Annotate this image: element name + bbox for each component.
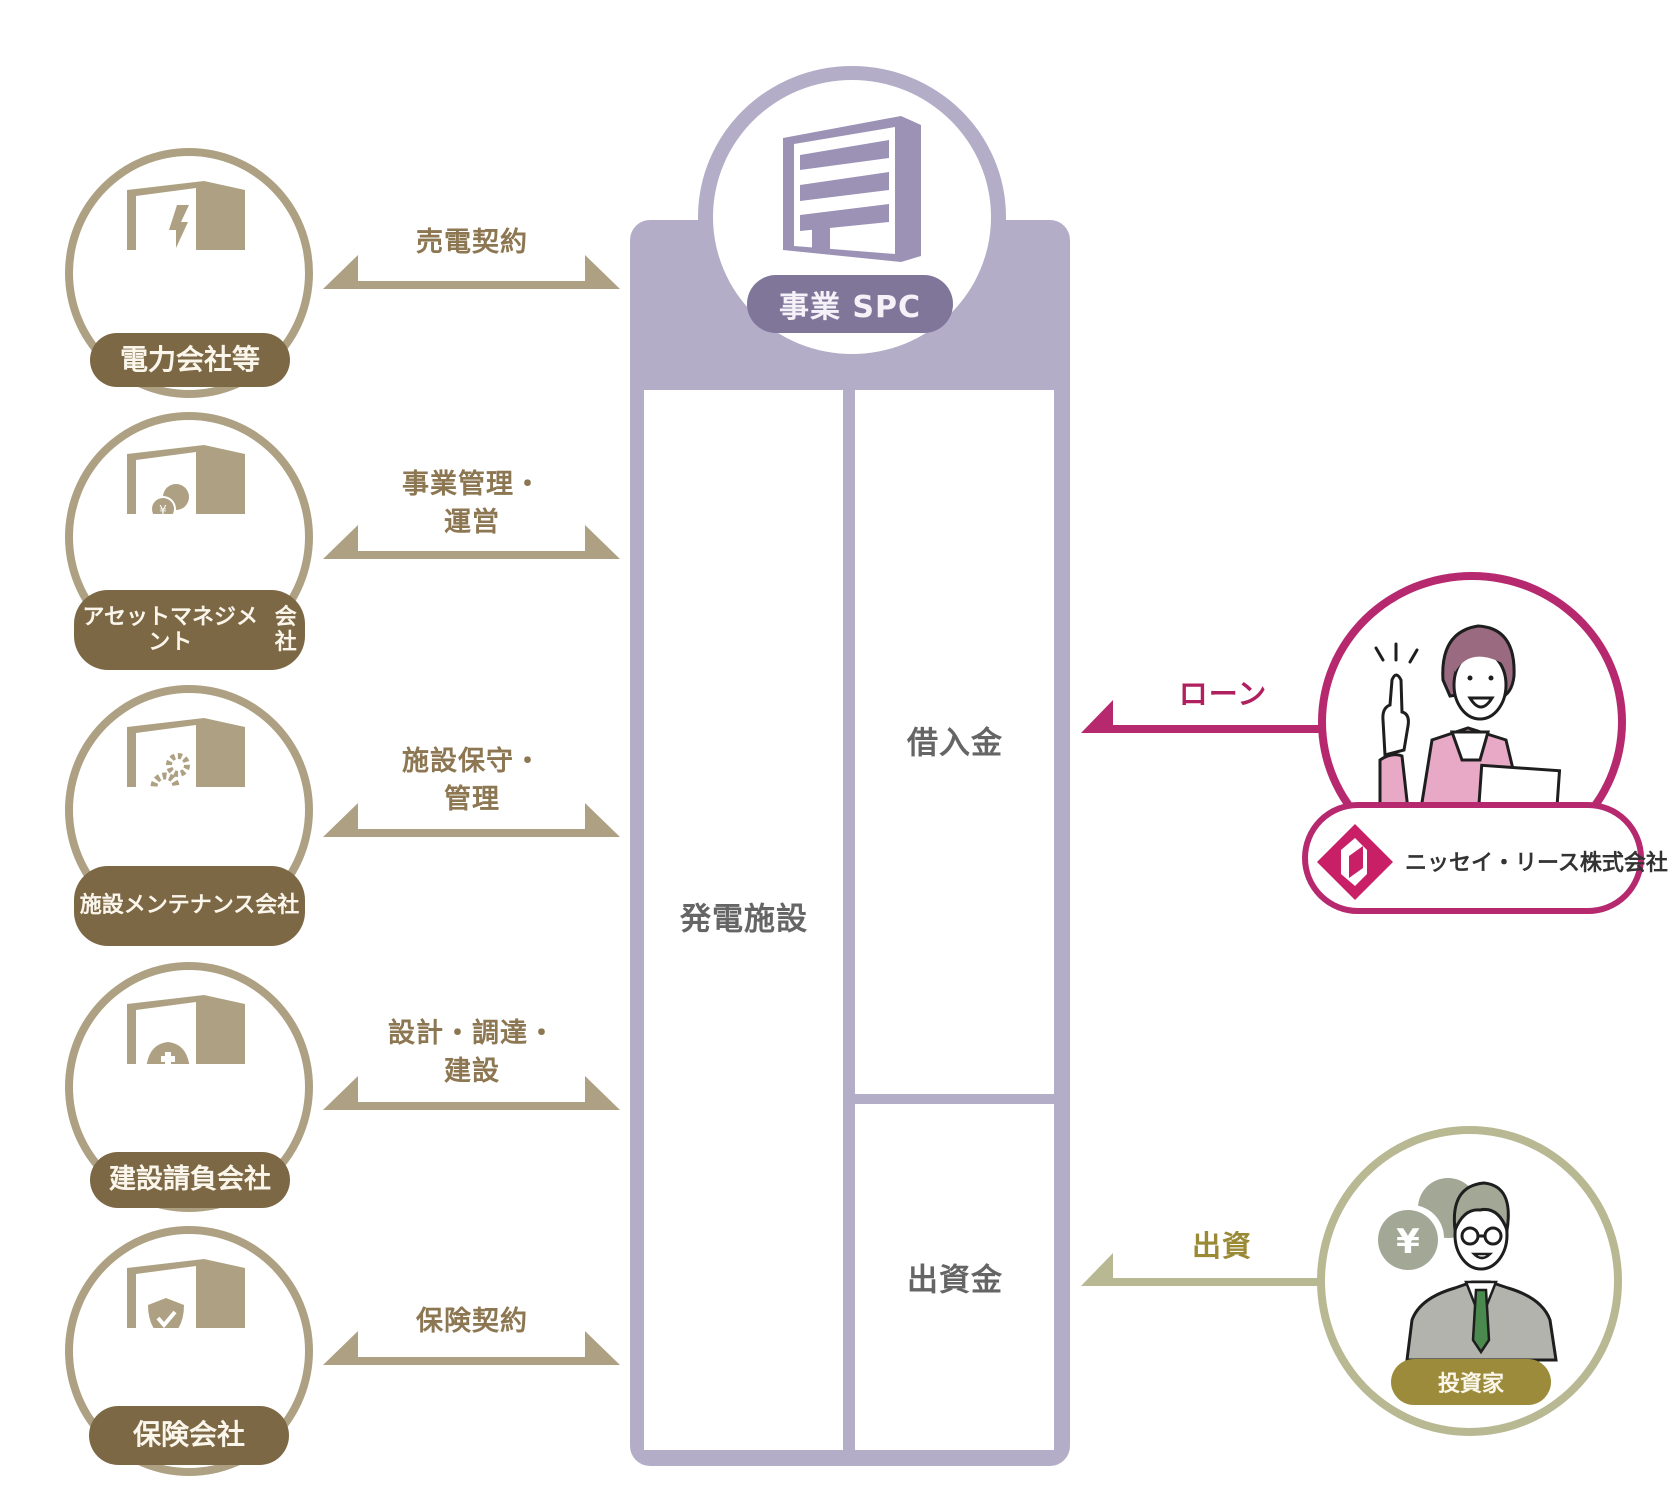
contractor-label: 施設メンテナンス会社: [74, 866, 305, 946]
lender-company-name: ニッセイ・リース株式会社: [1405, 851, 1668, 876]
contractor-label-line: 会社: [255, 893, 300, 919]
lightning-building-icon: [127, 181, 245, 250]
spc-label: 事業 SPC: [747, 275, 953, 333]
contractor-label: アセットマネジメント会社: [74, 590, 305, 670]
hardhat-building-icon: [127, 995, 245, 1064]
relation-label-line: 運営: [444, 507, 500, 538]
relation-label-line: 建設: [444, 1056, 500, 1087]
contractor-label-line: 会社: [274, 604, 297, 655]
generation-facility-label: 発電施設: [680, 901, 808, 938]
panel-generation-facility: [644, 390, 843, 1450]
relation-label-line: 施設保守・: [402, 746, 542, 777]
relation-label-line: 設計・調達・: [388, 1018, 556, 1049]
panel-borrowings: [855, 390, 1054, 1094]
relation-label: 保険契約: [332, 1303, 612, 1341]
gear-building-icon: [127, 718, 245, 787]
contractor-label: 電力会社等: [90, 333, 290, 387]
equity-label: 出資金: [907, 1262, 1003, 1299]
contractor-label-line: 電力会社等: [119, 342, 260, 376]
contractor-label: 建設請負会社: [90, 1152, 290, 1208]
contractor-label-line: 施設メンテナンス: [79, 893, 256, 919]
loan-label: ローン: [1178, 677, 1268, 711]
relation-label: 売電契約: [332, 224, 612, 262]
investment-label: 出資: [1191, 1229, 1253, 1263]
relation-label: 施設保守・管理: [332, 743, 612, 819]
panel-equity: [855, 1104, 1054, 1450]
shield-check-building-icon: [127, 1259, 245, 1328]
contractor-label: 保険会社: [89, 1406, 289, 1465]
relation-label-line: 管理: [444, 784, 500, 815]
relation-label-line: 事業管理・: [402, 469, 542, 500]
relation-label: 設計・調達・建設: [332, 1015, 612, 1091]
yen-coin-building-icon: ¥: [127, 445, 245, 514]
contractor-label-line: 保険会社: [132, 1418, 245, 1452]
borrowings-label: 借入金: [907, 725, 1003, 762]
relation-label: 事業管理・運営: [332, 466, 612, 542]
svg-text:¥: ¥: [159, 503, 167, 514]
contractor-label-line: アセットマネジメント: [82, 604, 258, 655]
relation-label-line: 売電契約: [416, 227, 528, 258]
investor-label: 投資家: [1391, 1359, 1551, 1405]
contractor-label-line: 建設請負会社: [109, 1164, 271, 1196]
relation-label-line: 保険契約: [416, 1306, 528, 1337]
